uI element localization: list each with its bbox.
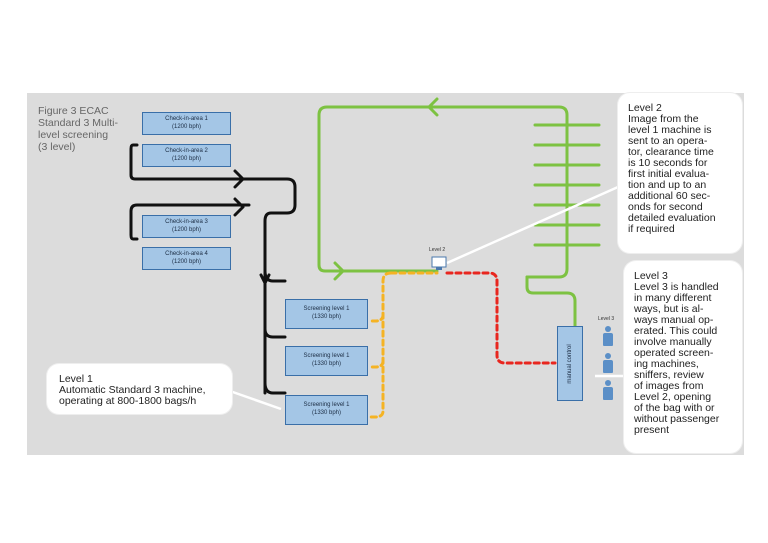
- level2-callout: Level 2 Image from the level 1 machine i…: [618, 93, 742, 253]
- screening-level-1-b: Screening level 1 (1330 bph): [285, 346, 368, 376]
- screening-diagram: Figure 3 ECAC Standard 3 Multi- level sc…: [27, 93, 744, 455]
- screening-level-1-c: Screening level 1 (1330 bph): [285, 395, 368, 425]
- black-conveyor-branch-3: [263, 381, 287, 395]
- green-branches: [533, 123, 601, 247]
- checkin-area-4-rate: (1200 bph): [171, 259, 202, 265]
- screening-c-name: Screening level 1: [303, 402, 350, 408]
- black-conveyor-lower: [129, 203, 251, 241]
- screening-b-rate: (1330 bph): [311, 361, 342, 367]
- person-icon-2: [602, 353, 614, 373]
- level1-pointer: [226, 388, 282, 411]
- manual-control-box: manual control: [557, 326, 583, 401]
- green-arrow-top: [427, 97, 439, 117]
- checkin-area-1-name: Check-in-area 1: [165, 116, 208, 122]
- checkin-area-3: Check-in-area 3 (1200 bph): [142, 215, 231, 238]
- manual-control-label: manual control: [567, 343, 573, 384]
- screening-a-rate: (1330 bph): [311, 314, 342, 320]
- level3-callout-text: Level 3 Level 3 is handled in many diffe…: [634, 270, 720, 436]
- screening-b-name: Screening level 1: [303, 353, 350, 359]
- checkin-area-2-rate: (1200 bph): [171, 156, 202, 162]
- red-path: [445, 271, 557, 365]
- level1-callout: Level 1 Automatic Standard 3 machine, op…: [47, 364, 232, 414]
- black-arrow-3: [259, 273, 271, 285]
- checkin-area-4-name: Check-in-area 4: [165, 251, 208, 257]
- level2-pointer: [446, 181, 628, 265]
- black-conveyor-upper: [129, 143, 297, 395]
- checkin-area-2: Check-in-area 2 (1200 bph): [142, 144, 231, 167]
- checkin-area-1-rate: (1200 bph): [171, 124, 202, 130]
- screening-a-name: Screening level 1: [303, 306, 350, 312]
- black-arrow-2: [233, 197, 245, 217]
- checkin-area-1: Check-in-area 1 (1200 bph): [142, 112, 231, 135]
- orange-path-main: [367, 271, 393, 419]
- checkin-area-3-rate: (1200 bph): [171, 227, 202, 233]
- checkin-area-3-name: Check-in-area 3: [165, 219, 208, 225]
- checkin-area-4: Check-in-area 4 (1200 bph): [142, 247, 231, 270]
- conveyor-lines: [129, 97, 631, 419]
- orange-branch-2: [367, 359, 385, 369]
- screening-level-1-a: Screening level 1 (1330 bph): [285, 299, 368, 329]
- monitor-icon: [431, 256, 447, 270]
- figure-caption: Figure 3 ECAC Standard 3 Multi- level sc…: [38, 105, 118, 153]
- green-to-manual: [525, 275, 577, 329]
- black-conveyor-branch-2: [263, 327, 287, 339]
- person-icon-1: [602, 326, 614, 346]
- checkin-area-2-name: Check-in-area 2: [165, 148, 208, 154]
- level3-callout: Level 3 Level 3 is handled in many diffe…: [624, 261, 742, 453]
- screening-c-rate: (1330 bph): [311, 410, 342, 416]
- black-arrow-1: [233, 169, 245, 189]
- green-loop: [317, 105, 569, 279]
- level2-small-label: Level 2: [429, 247, 446, 253]
- person-icon-3: [602, 380, 614, 400]
- orange-branch-1: [367, 313, 385, 323]
- level1-callout-text: Level 1 Automatic Standard 3 machine, op…: [59, 373, 206, 407]
- level2-callout-text: Level 2 Image from the level 1 machine i…: [628, 102, 716, 235]
- level3-small-label: Level 3: [598, 316, 615, 322]
